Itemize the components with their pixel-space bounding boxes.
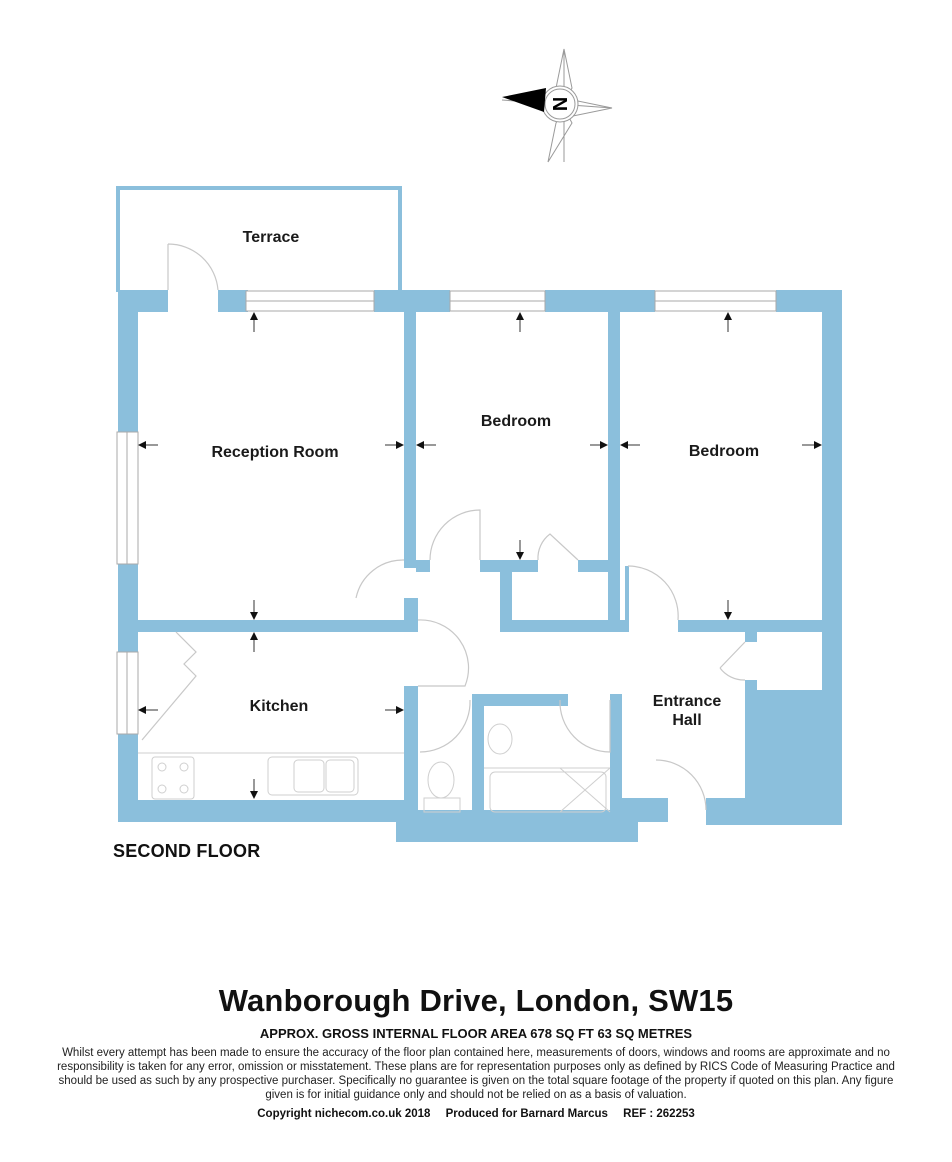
room-label-reception: Reception Room: [211, 444, 338, 461]
windows: [116, 290, 777, 735]
floor-plan: N: [116, 48, 842, 842]
produced-for: Produced for Barnard Marcus: [445, 1108, 608, 1120]
floor-area: APPROX. GROSS INTERNAL FLOOR AREA 678 SQ…: [259, 1026, 693, 1041]
svg-text:N: N: [548, 97, 570, 111]
credits: Copyright nichecom.co.uk 2018 Produced f…: [0, 1108, 952, 1120]
fixtures: [138, 723, 611, 813]
reference: REF : 262253: [623, 1108, 695, 1120]
compass-north-icon: N: [501, 48, 613, 163]
room-label-kitchen: Kitchen: [250, 698, 309, 715]
footer: Wanborough Drive, London, SW15 APPROX. G…: [0, 982, 952, 1120]
terrace-outline: [116, 186, 402, 292]
doors: [141, 243, 746, 811]
room-label-bedroom-1: Bedroom: [481, 413, 551, 430]
room-label-entrance-line2: Hall: [672, 712, 701, 729]
room-label-entrance-line1: Entrance: [653, 693, 722, 710]
property-title: Wanborough Drive, London, SW15: [218, 983, 734, 1018]
dimension-arrows: [138, 312, 822, 799]
room-label-terrace: Terrace: [243, 229, 300, 246]
disclaimer: Whilst every attempt has been made to en…: [57, 1047, 895, 1101]
room-label-bedroom-2: Bedroom: [689, 443, 759, 460]
floor-label: SECOND FLOOR: [113, 841, 261, 861]
walls: [118, 290, 842, 842]
copyright: Copyright nichecom.co.uk 2018: [257, 1108, 431, 1120]
